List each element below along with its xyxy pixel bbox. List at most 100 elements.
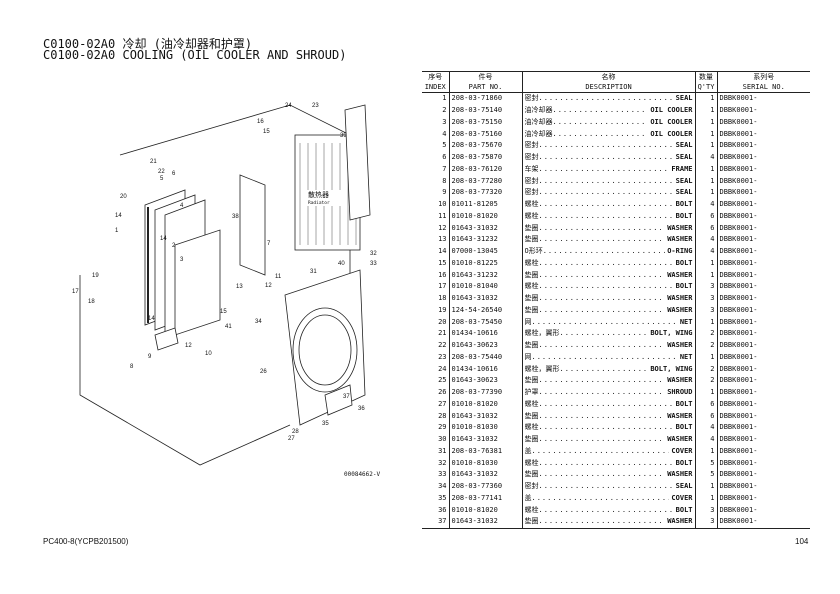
title-english: C0100-02A0 COOLING (OIL COOLER AND SHROU… (43, 48, 347, 62)
description-cn: 密封 (524, 141, 539, 150)
description-cn: 螺栓 (524, 458, 539, 467)
description-en: WASHER (667, 435, 693, 444)
dot-leader (532, 352, 678, 363)
row-serial: DBBK0001- (719, 423, 758, 432)
row-serial: DBBK0001- (719, 94, 758, 103)
row-description: 垫圈WASHER (522, 269, 696, 281)
description-en: FRAME (671, 164, 693, 173)
row-description: 垫圈WASHER (522, 516, 696, 529)
row-index: 20 (422, 316, 450, 328)
row-index: 37 (422, 516, 450, 529)
row-serial: DBBK0001- (719, 376, 758, 385)
description-cn: 垫圈 (524, 341, 539, 350)
row-part-number: 01643-31032 (449, 469, 523, 481)
dot-leader (539, 258, 674, 269)
row-quantity: 3 (695, 292, 718, 305)
radiator-label-en: Radiator (308, 200, 330, 206)
row-part-number: 01643-30623 (449, 375, 523, 387)
dot-leader (553, 117, 649, 128)
dot-leader (532, 446, 670, 457)
description-cn: 垫圈 (524, 235, 539, 244)
dot-leader (539, 211, 674, 222)
row-part-number: 01643-30623 (449, 339, 523, 352)
dot-leader (532, 317, 678, 328)
row-description: 螺栓BOLT (522, 210, 696, 223)
row-description: 垫圈WASHER (522, 410, 696, 422)
callout-number: 4 (180, 203, 184, 209)
description-en: SHROUD (667, 388, 693, 397)
callout-number: 14 (115, 213, 122, 219)
row-index: 29 (422, 422, 450, 434)
callout-number: 12 (265, 283, 272, 289)
row-index: 17 (422, 281, 450, 293)
callout-number: 41 (225, 324, 232, 330)
row-serial: DBBK0001- (719, 211, 758, 220)
row-serial: DBBK0001- (717, 516, 810, 529)
row-part-number: 208-03-75450 (449, 316, 523, 328)
dot-leader (539, 140, 674, 151)
description-cn: 螺栓，翼形 (524, 329, 560, 338)
row-serial: DBBK0001- (719, 364, 758, 373)
oil-cooler-stack (144, 189, 221, 336)
row-quantity: 2 (695, 363, 718, 375)
header-part-en: PART NO. (449, 82, 523, 93)
row-quantity: 6 (695, 210, 718, 223)
row-index: 31 (422, 445, 450, 458)
seal-box (154, 327, 179, 351)
row-quantity: 5 (695, 469, 718, 481)
row-quantity: 2 (695, 339, 718, 352)
row-quantity: 6 (695, 398, 718, 411)
description-en: O-RING (667, 247, 693, 256)
row-description: 螺栓BOLT (522, 504, 696, 516)
callout-number: 37 (343, 394, 350, 400)
row-index: 30 (422, 433, 450, 446)
description-cn: 螺栓 (524, 258, 539, 267)
callout-number: 40 (338, 261, 345, 267)
row-part-number: 208-03-71860 (449, 92, 523, 105)
row-description: 垫圈WASHER (522, 433, 696, 446)
row-index: 25 (422, 375, 450, 387)
row-part-number: 01011-81205 (449, 198, 523, 211)
description-cn: 垫圈 (524, 376, 539, 385)
radiator-label-cn: 散热器 (308, 190, 329, 199)
dot-leader (539, 481, 674, 492)
row-index: 28 (422, 410, 450, 422)
row-serial: DBBK0001- (719, 294, 758, 303)
dot-leader (539, 164, 670, 175)
row-serial: DBBK0001- (719, 247, 758, 256)
row-index: 13 (422, 234, 450, 246)
row-quantity: 4 (695, 433, 718, 446)
frame-part (239, 174, 266, 276)
description-cn: 螺栓，翼形 (524, 364, 560, 373)
row-quantity: 5 (695, 457, 718, 469)
row-description: 垫圈WASHER (522, 222, 696, 234)
dot-leader (539, 93, 674, 104)
description-cn: 密封 (524, 176, 539, 185)
description-cn: 垫圈 (524, 517, 539, 526)
row-index: 10 (422, 198, 450, 211)
callout-number: 15 (220, 309, 227, 315)
callout-number: 23 (312, 103, 319, 109)
row-quantity: 3 (695, 281, 718, 293)
dot-leader (539, 199, 674, 210)
row-quantity: 1 (695, 92, 718, 105)
callout-number: 27 (288, 436, 295, 442)
callout-number: 14 (160, 236, 167, 242)
row-quantity: 1 (695, 140, 718, 152)
dot-leader (560, 364, 649, 375)
